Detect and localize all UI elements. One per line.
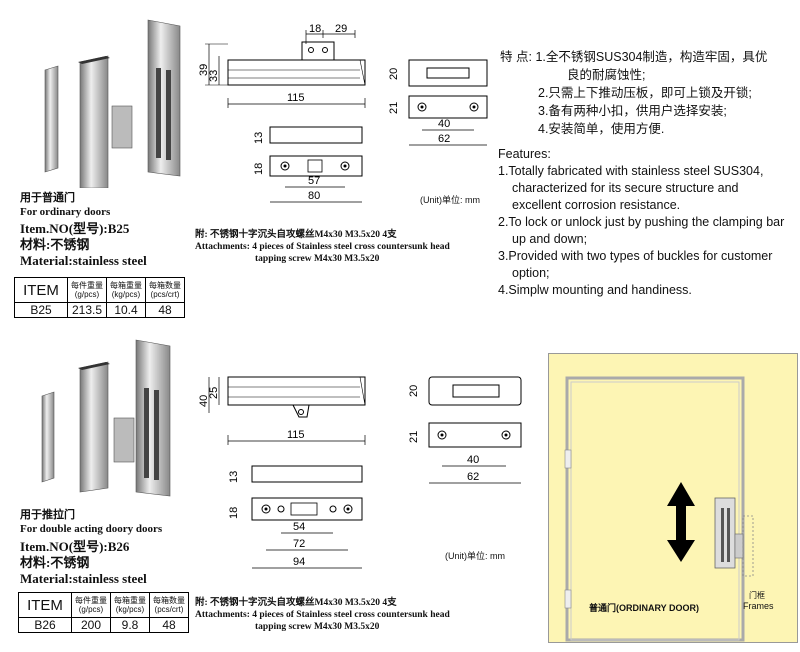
b25-product-photo [44,19,181,188]
b25-item-no: Item.NO(型号):B25 [20,221,130,236]
b25-attach-cn: 附: 不锈钢十字沉头自攻螺丝M4x30 M3.5x20 4支 [195,230,397,240]
b25-cell-weight: 213.5 [67,302,107,318]
b26-spec-table: ITEM 每件重量(g/pcs) 每箱重量(kg/pcs) 每箱数量(pcs/c… [18,592,189,633]
b25-material-cn: 材料:不锈钢 [20,237,90,252]
b25-name-en: For ordinary doors [20,206,111,218]
b26-name-cn: 用于推拉门 [20,509,75,521]
b25-dim-18b: 18 [253,163,265,175]
b26-dim-21: 21 [408,431,420,443]
b25-cell-item: B25 [14,302,68,318]
b26-dim-40b: 40 [467,454,479,466]
features-en-head: Features: [498,147,551,161]
b26-dim-115: 115 [287,429,305,441]
b26-cell-box-qty: 48 [149,617,189,633]
b26-attach-en2: tapping screw M4x30 M3.5x20 [255,622,380,632]
b26-dim-62: 62 [467,471,479,483]
features-en-2b: up and down; [512,232,588,246]
hinge-icon [564,449,572,469]
b26-cell-item: B26 [18,617,72,633]
b26-attach-cn: 附: 不锈钢十字沉头自攻螺丝M4x30 M3.5x20 4支 [195,598,397,608]
b26-dim-72: 72 [293,538,305,550]
b25-dim-18: 18 [309,23,321,35]
b25-dim-62: 62 [438,133,450,145]
b25-dim-39: 39 [198,64,210,76]
b25-technical-drawing: 18 29 39 33 115 13 18 57 80 20 21 40 62 [198,23,488,203]
b25-dim-20: 20 [388,68,400,80]
b26-product-photo [41,339,171,497]
b25-attach-en1: Attachments: 4 pieces of Stainless steel… [195,242,450,252]
features-cn-1: 1.全不锈钢SUS304制造，构造牢固，具优 [535,50,768,64]
door-diagram-drawing [564,376,754,642]
features-en-1c: excellent corrosion resistance. [512,198,681,212]
b26-dim-18: 18 [228,507,240,519]
features-cn: 特 点: 1.全不锈钢SUS304制造，构造牢固，具优 良的耐腐蚀性; 2.只需… [500,48,795,138]
b26-technical-drawing: 40 25 115 13 18 54 72 94 20 21 40 62 [198,376,522,569]
b26-dim-13: 13 [228,471,240,483]
b25-dim-13: 13 [253,132,265,144]
b26-item-no: Item.NO(型号):B26 [20,539,130,554]
b26-header-box-qty: 每箱数量(pcs/crt) [149,592,189,618]
b25-cell-box-weight: 10.4 [106,302,146,318]
b26-material-cn: 材料:不锈钢 [20,555,90,570]
b26-header-weight: 每件重量(g/pcs) [71,592,111,618]
b26-dim-40: 40 [198,395,210,407]
b26-dim-25: 25 [208,387,220,399]
features-cn-head: 特 点: [500,50,532,64]
b25-dim-21: 21 [388,102,400,114]
b25-unit: (Unit)单位: mm [420,195,480,205]
features-cn-1b: 良的耐腐蚀性; [567,68,646,82]
b26-attach-en1: Attachments: 4 pieces of Stainless steel… [195,610,450,620]
b26-material-en: Material:stainless steel [20,571,147,586]
b26-cell-box-weight: 9.8 [110,617,150,633]
features-cn-3: 3.备有两种小扣，供用户选择安装; [538,104,727,118]
b25-cell-box-qty: 48 [145,302,185,318]
b25-item-label: ITEM [14,277,68,303]
b25-dim-29: 29 [335,23,347,35]
b25-dim-33: 33 [208,70,220,82]
b25-header-box-weight: 每箱重量(kg/pcs) [106,277,146,303]
hinge-icon-2 [564,589,572,609]
b25-header-weight: 每件重量(g/pcs) [67,277,107,303]
features-en: Features: 1.Totally fabricated with stai… [498,146,798,299]
b26-dim-54: 54 [293,521,305,533]
b26-cell-weight: 200 [71,617,111,633]
frame-label-en: Frames [743,601,774,611]
features-en-1b: characterized for its secure structure a… [512,181,739,195]
b25-name-cn: 用于普通门 [20,192,75,204]
b26-dim-20: 20 [408,385,420,397]
door-diagram: 普通门(ORDINARY DOOR) 门框 Frames [548,353,798,643]
b25-dim-115: 115 [287,92,305,104]
latch-icon [714,497,736,569]
b26-dim-94: 94 [293,556,305,568]
features-en-3b: option; [512,266,550,280]
b25-material-en: Material:stainless steel [20,253,147,268]
features-en-4: 4.Simplw mounting and handiness. [498,283,692,297]
b25-dim-80: 80 [308,190,320,202]
b25-dim-40: 40 [438,118,450,130]
features-en-3a: 3.Provided with two types of buckles for… [498,249,773,263]
b26-unit: (Unit)单位: mm [445,551,505,561]
door-label: 普通门(ORDINARY DOOR) [589,603,699,613]
b26-item-label: ITEM [18,592,72,618]
features-en-2a: 2.To lock or unlock just by pushing the … [498,215,785,229]
b26-header-box-weight: 每箱重量(kg/pcs) [110,592,150,618]
frame-label-cn: 门框 [749,591,765,600]
b25-spec-table: ITEM 每件重量(g/pcs) 每箱重量(kg/pcs) 每箱数量(pcs/c… [14,277,185,318]
features-cn-2: 2.只需上下推动压板，即可上锁及开锁; [538,86,752,100]
b25-attach-en2: tapping screw M4x30 M3.5x20 [255,254,380,264]
features-cn-4: 4.安装简单，使用方便. [538,122,665,136]
features-en-1a: 1.Totally fabricated with stainless stee… [498,164,764,178]
b25-header-box-qty: 每箱数量(pcs/crt) [145,277,185,303]
up-down-arrow-icon [667,482,695,562]
b26-name-en: For double acting doory doors [20,523,163,535]
b25-dim-57: 57 [308,175,320,187]
